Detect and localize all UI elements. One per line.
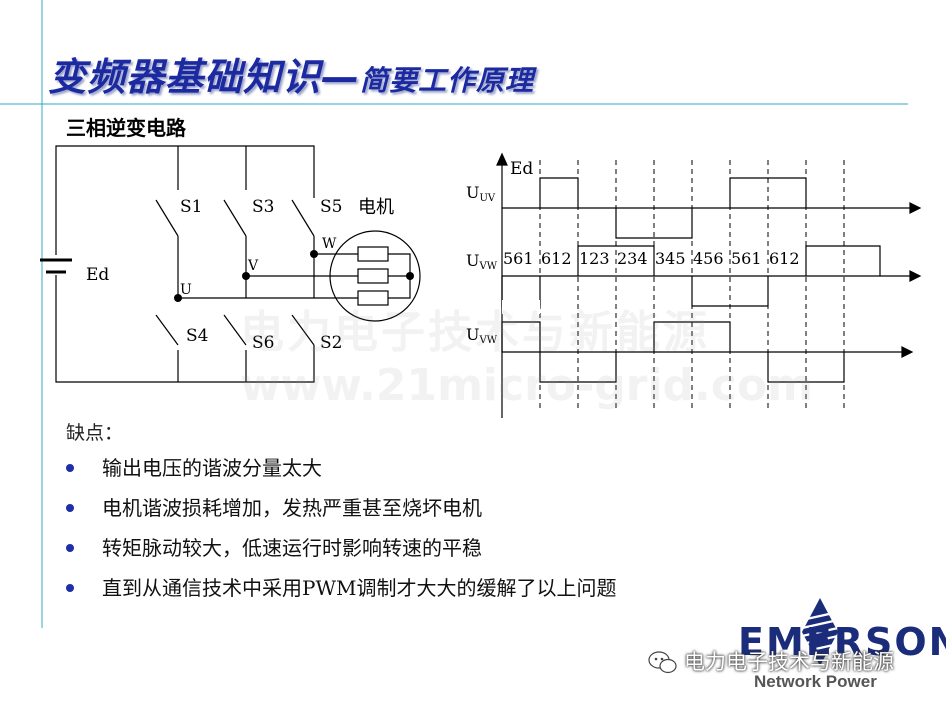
switch-label-s3: S3 [252, 197, 274, 217]
uvw2-pulse-pos-0 [501, 321, 541, 352]
seq-3: 123 [579, 249, 610, 268]
circuit-nodes [174, 250, 414, 302]
switch-label-s6: S6 [252, 333, 274, 353]
node-label-v: V [247, 258, 259, 274]
star-dot [406, 272, 414, 280]
list-item: 输出电压的谐波分量太大 [60, 455, 617, 495]
uuv-pulse-positive-1 [539, 177, 579, 208]
winding-w [357, 246, 389, 262]
switch-s6 [223, 314, 247, 346]
switch-label-s5: S5 [320, 197, 342, 217]
emerson-logo-icon [801, 598, 839, 666]
axis-uuv-arrow [909, 202, 922, 214]
seq-8: 612 [769, 249, 800, 268]
switch-label-s1: S1 [180, 197, 202, 217]
wave-row2-label: UVW [466, 251, 498, 272]
drawbacks-intro: 缺点： [66, 422, 124, 444]
switch-s1 [155, 199, 179, 237]
overlap-mask [502, 300, 540, 314]
motor-label: 电机 [358, 197, 394, 218]
bullet-dot [66, 464, 74, 472]
switch-label-s4: S4 [186, 326, 208, 346]
watermark-chinese: 电力电子技术与新能源 [240, 307, 710, 358]
drawbacks-list: 输出电压的谐波分量太大 电机谐波损耗增加，发热严重甚至烧坏电机 转矩脉动较大，低… [60, 455, 617, 615]
uvw2-pulse-negative-2 [767, 352, 845, 383]
title-dash: — [321, 55, 361, 99]
uvw2-pulse-positive-1 [653, 321, 731, 352]
node-label-u: U [180, 282, 192, 298]
section-heading: 三相逆变电路 [66, 116, 186, 140]
uvw-pulse-positive-1 [577, 245, 655, 276]
switch-s3 [223, 199, 247, 237]
title-main-text: 变频器基础知识 [48, 55, 322, 99]
uuv-pulse-negative [615, 208, 693, 239]
switch-label-s2: S2 [320, 333, 342, 353]
list-item-text: 直到从通信技术中采用PWM调制才大大的缓解了以上问题 [102, 576, 617, 600]
wave-row1-label: UUV [466, 183, 496, 204]
switch-s4 [155, 314, 179, 346]
wechat-caption: 电力电子技术与新能源 [684, 650, 894, 674]
wave-y-arrow [496, 152, 508, 166]
wave-row3-label: UVW [466, 325, 498, 346]
list-item: 转矩脉动较大，低速运行时影响转速的平稳 [60, 535, 617, 575]
uvw2-pulse-negative-1 [539, 352, 617, 383]
node-w-dot [310, 250, 318, 258]
list-item-text: 电机谐波损耗增加，发热严重甚至烧坏电机 [102, 496, 482, 520]
list-item-text: 输出电压的谐波分量太大 [102, 456, 322, 480]
bullet-dot [66, 504, 74, 512]
seq-4: 234 [617, 249, 648, 268]
watermark-url: www.21micro-grid.com [240, 360, 813, 411]
winding-v [357, 268, 389, 284]
seq-6: 456 [693, 249, 724, 268]
list-item: 直到从通信技术中采用PWM调制才大大的缓解了以上问题 [60, 575, 617, 615]
wechat-icon [648, 651, 677, 674]
source-label: Ed [86, 265, 109, 285]
page-title: 变频器基础知识—简要工作原理 [48, 46, 534, 101]
bullet-dot [66, 544, 74, 552]
switch-s2 [291, 314, 315, 346]
waveform-diagram [496, 152, 922, 418]
switch-sequence: 561 612 123 234 345 456 561 612 [503, 249, 800, 268]
brand-tagline: Network Power [754, 672, 877, 691]
title-subtitle: 简要工作原理 [360, 64, 535, 97]
uuv-pulse-positive-2 [729, 177, 807, 208]
seq-5: 345 [655, 249, 686, 268]
wave-ed-label: Ed [510, 159, 533, 179]
list-item: 电机谐波损耗增加，发热严重甚至烧坏电机 [60, 495, 617, 535]
axis-uvw2-arrow [901, 346, 914, 358]
seq-2: 612 [541, 249, 572, 268]
seq-7: 561 [731, 249, 762, 268]
bullet-dot [66, 584, 74, 592]
node-u-dot [174, 294, 182, 302]
list-item-text: 转矩脉动较大，低速运行时影响转速的平稳 [102, 536, 482, 560]
motor-circle [329, 230, 421, 322]
axis-uvw-arrow [909, 270, 922, 282]
uvw-pulse-negative-2 [691, 276, 769, 307]
node-v-dot [242, 272, 250, 280]
node-label-w: W [322, 236, 337, 252]
dc-positive-rail [55, 145, 315, 255]
uvw-pulse-positive-2 [805, 245, 881, 276]
brand-name: EMERSON [738, 620, 946, 664]
switch-s5 [291, 199, 315, 237]
dc-negative-rail [55, 275, 315, 383]
seq-1: 561 [503, 249, 534, 268]
